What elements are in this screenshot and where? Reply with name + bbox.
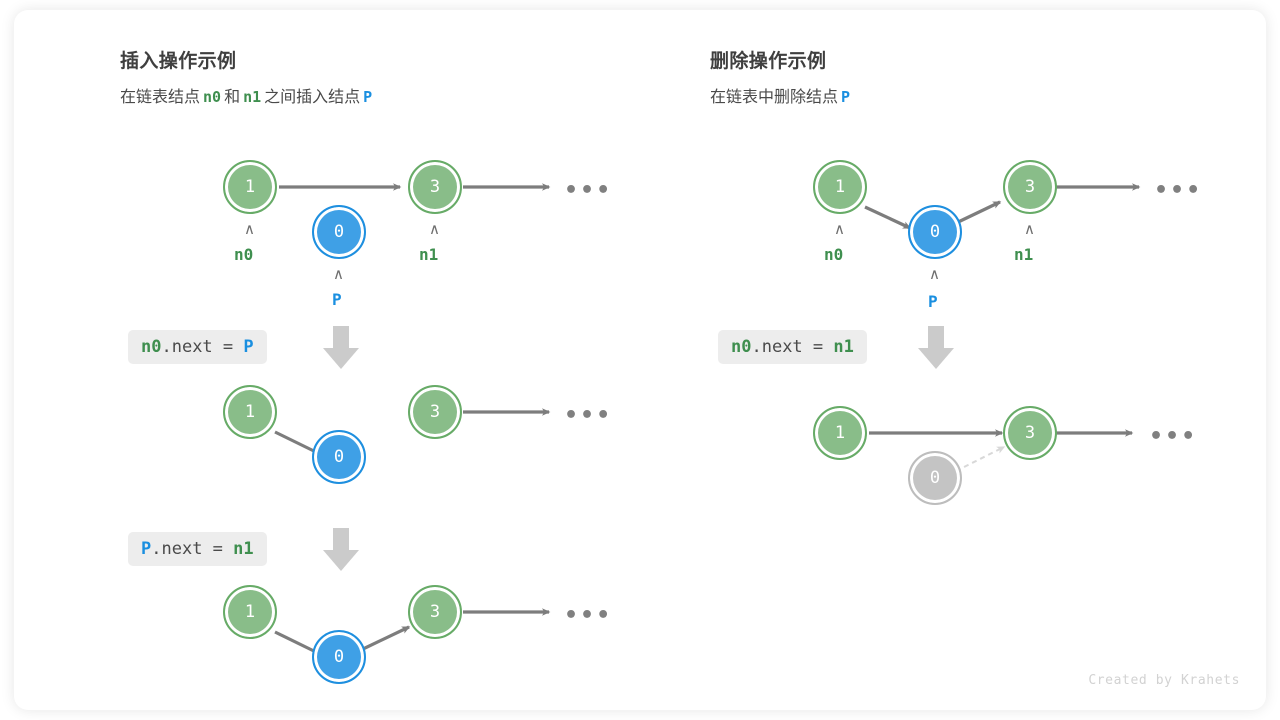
code-token-n1: n1: [233, 539, 254, 559]
down-arrow-icon-2: [323, 528, 359, 571]
node-p-del[interactable]: 0: [908, 205, 962, 259]
ellipsis-dots: •••: [564, 178, 613, 203]
caret-p: ∧: [333, 265, 344, 283]
node-value-0-removed[interactable]: 0: [908, 451, 962, 505]
caret-n1: ∧: [429, 220, 440, 238]
code-chip-delete-1: n0.next = n1: [718, 330, 867, 364]
subtitle-part-text: 在链表结点: [120, 89, 201, 106]
node-value-1-step3[interactable]: 1: [223, 585, 277, 639]
ellipsis-dots-del: •••: [1154, 178, 1203, 203]
pointer-label-n1: n1: [419, 245, 439, 264]
delete-stage: 3 --> 1 ∧ n0 0 ∧ P 3 ∧ n1 ••• n0.nex: [604, 10, 1264, 710]
ellipsis-dots-step3: •••: [564, 603, 613, 628]
caret-n1-del: ∧: [1024, 220, 1035, 238]
pointer-label-n0-del: n0: [824, 245, 844, 264]
node-n0[interactable]: 1: [223, 160, 277, 214]
insert-stage: 1 ∧ n0 0 ∧ P 3 ∧ n1 ••• n0.next = P 1 0: [14, 10, 614, 710]
node-value-1-del-step2[interactable]: 1: [813, 406, 867, 460]
code-chip-insert-2: P.next = n1: [128, 532, 267, 566]
subtitle-part-between: 之间插入结点: [264, 89, 361, 106]
node-value-1-step2[interactable]: 1: [223, 385, 277, 439]
down-arrow-icon: [323, 326, 359, 369]
subtitle-part-and: 和: [224, 89, 241, 106]
insert-panel-title: 插入操作示例: [120, 51, 237, 72]
subtitle-part-p-del: P: [841, 88, 851, 106]
code-token-next2: .next =: [151, 539, 234, 559]
subtitle-part-n1: n1: [243, 88, 262, 106]
node-value-3-step2[interactable]: 3: [408, 385, 462, 439]
subtitle-part-p: P: [363, 88, 373, 106]
delete-wires: 3 -->: [864, 183, 1141, 472]
watermark-credit: Created by Krahets: [1088, 673, 1240, 688]
pointer-label-n1-del: n1: [1014, 245, 1034, 264]
code-token-p: P: [243, 337, 254, 357]
caret-p-del: ∧: [929, 265, 940, 283]
code-token-n1-del: n1: [833, 337, 854, 357]
pointer-label-p: P: [332, 290, 342, 309]
caret-n0: ∧: [244, 220, 255, 238]
node-value-0-step2[interactable]: 0: [312, 430, 366, 484]
code-token-n0-del: n0: [731, 337, 752, 357]
caret-n0-del: ∧: [834, 220, 845, 238]
ellipsis-dots-step2: •••: [564, 403, 613, 428]
code-token-next-del: .next =: [751, 337, 834, 357]
node-value-3-step3[interactable]: 3: [408, 585, 462, 639]
node-p[interactable]: 0: [312, 205, 366, 259]
subtitle-part-text-del: 在链表中删除结点: [710, 89, 839, 106]
code-chip-insert-1: n0.next = P: [128, 330, 267, 364]
code-token-n0: n0: [141, 337, 162, 357]
node-value-0-step3[interactable]: 0: [312, 630, 366, 684]
node-value-3-del-step2[interactable]: 3: [1003, 406, 1057, 460]
pointer-label-n0: n0: [234, 245, 254, 264]
pointer-label-p-del: P: [928, 292, 938, 311]
insert-wires: [274, 183, 551, 656]
code-token-p2: P: [141, 539, 152, 559]
code-token-next: .next =: [161, 337, 244, 357]
node-n0-del[interactable]: 1: [813, 160, 867, 214]
delete-panel-title: 删除操作示例: [710, 51, 827, 72]
node-n1[interactable]: 3: [408, 160, 462, 214]
subtitle-part-n0: n0: [203, 88, 222, 106]
node-n1-del[interactable]: 3: [1003, 160, 1057, 214]
ellipsis-dots-del-step2: •••: [1149, 424, 1198, 449]
down-arrow-icon-del: [918, 326, 954, 369]
